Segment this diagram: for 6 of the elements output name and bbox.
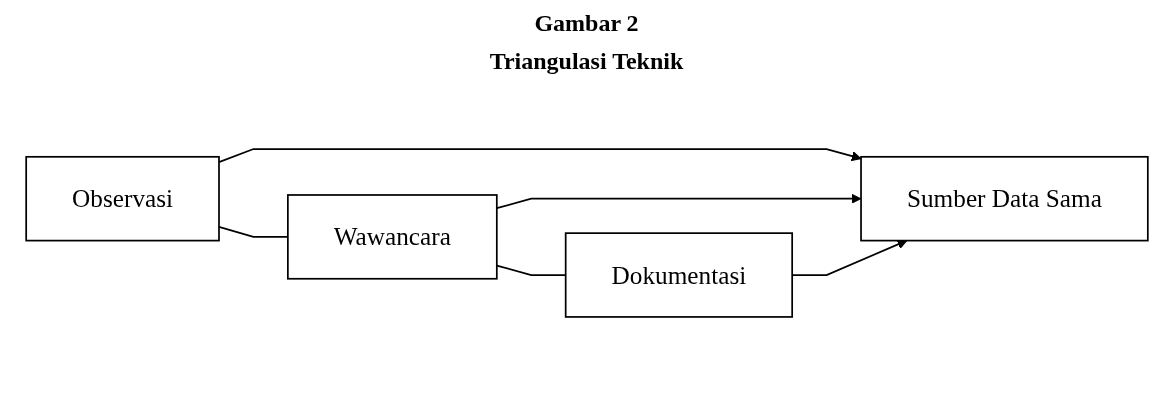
node-box: Observasi — [24, 155, 220, 242]
node-box: Dokumentasi — [564, 232, 793, 318]
node-box: Sumber Data Sama — [859, 155, 1149, 242]
node-box: Wawancara — [286, 194, 498, 280]
figure-title: Gambar 2 — [534, 9, 639, 38]
figure-subtitle: Triangulasi Teknik — [489, 47, 684, 76]
